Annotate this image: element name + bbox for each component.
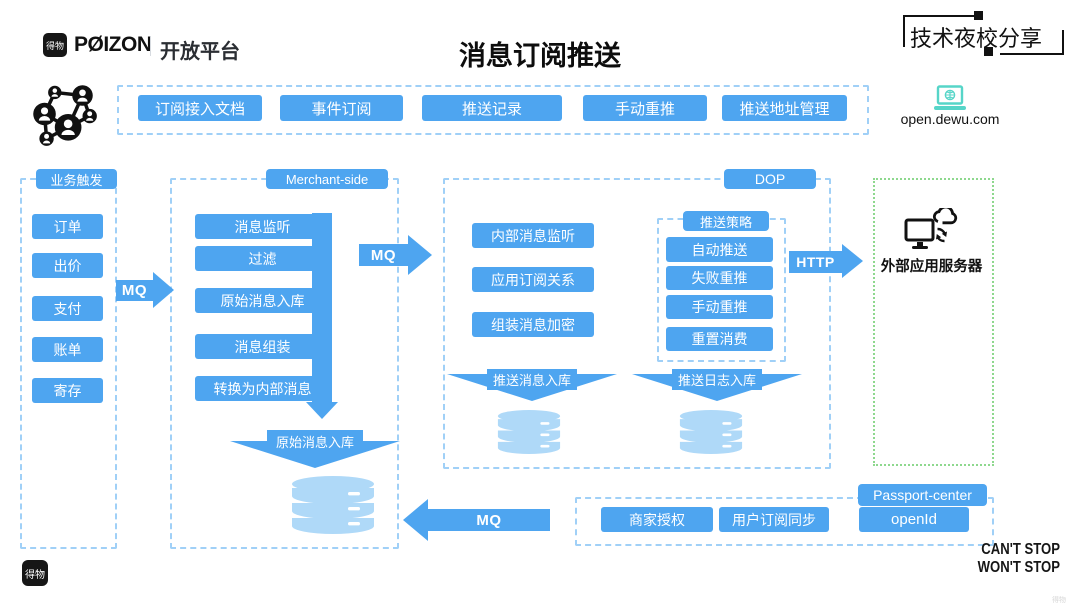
http-arrow: HTTP	[789, 251, 842, 273]
strategy-item-manual-repush: 手动重推	[666, 295, 773, 319]
merchant-flow-arrowhead	[306, 402, 338, 419]
strategy-item-reset-consume: 重置消费	[666, 327, 773, 351]
business-trigger-title: 业务触发	[36, 169, 117, 189]
slogan-line-1: CAN'T STOP	[981, 541, 1060, 558]
footer-slogan: CAN'T STOP WON'T STOP	[920, 541, 1060, 577]
dop-item-assemble-encrypt: 组装消息加密	[472, 312, 594, 337]
dop-item-app-subscription: 应用订阅关系	[472, 267, 594, 292]
merchant-database-icon	[291, 476, 375, 543]
strategy-item-auto-push: 自动推送	[666, 237, 773, 262]
stamp-square-bottom	[984, 47, 993, 56]
stamp-corner-topleft	[903, 15, 977, 47]
laptop-globe-icon	[932, 85, 968, 118]
user-network-icon	[24, 80, 102, 153]
passport-item-merchant-auth: 商家授权	[601, 507, 713, 532]
toolbar-button-push-address-mgmt[interactable]: 推送地址管理	[722, 95, 847, 121]
brand-wordmark: PØIZON	[74, 33, 152, 56]
strategy-item-fail-repush: 失败重推	[666, 266, 773, 290]
merchant-step-message-assemble: 消息组装	[195, 334, 330, 359]
business-item-bid: 出价	[32, 253, 103, 278]
stamp-corner-bottomright	[1000, 30, 1064, 55]
merchant-step-convert-internal: 转换为内部消息	[195, 376, 330, 401]
business-item-payment: 支付	[32, 296, 103, 321]
dop-item-internal-listen: 内部消息监听	[472, 223, 594, 248]
mq-arrow-2-head	[408, 235, 432, 275]
business-item-deposit: 寄存	[32, 378, 103, 403]
mq-arrow-1: MQ	[116, 280, 153, 301]
dewu-logo-badge: 得物	[43, 33, 67, 57]
server-cloud-icon	[904, 205, 958, 257]
merchant-side-title: Merchant-side	[266, 169, 388, 189]
external-server-label: 外部应用服务器	[880, 259, 983, 275]
site-url: open.dewu.com	[900, 111, 1000, 127]
mq-bottom-arrow-head	[403, 499, 428, 541]
merchant-step-raw-message-store: 原始消息入库	[195, 288, 330, 313]
push-message-database-icon	[497, 410, 561, 462]
stamp-square-top	[974, 11, 983, 20]
merchant-step-filter: 过滤	[195, 246, 330, 271]
passport-center-box	[575, 497, 994, 546]
stamp-text: 技术夜校分享	[910, 26, 1043, 51]
merchant-funnel-label: 原始消息入库	[267, 430, 363, 452]
toolbar-button-manual-repush[interactable]: 手动重推	[583, 95, 707, 121]
watermark: 得物	[1052, 597, 1066, 604]
dop-funnel-log-label: 推送日志入库	[672, 369, 762, 390]
footer-dewu-badge: 得物	[22, 560, 48, 586]
toolbar-button-push-records[interactable]: 推送记录	[422, 95, 562, 121]
toolbar-button-event-subscription[interactable]: 事件订阅	[280, 95, 403, 121]
platform-label: 开放平台	[160, 41, 240, 63]
dop-title: DOP	[724, 169, 816, 189]
mq-arrow-1-head	[153, 272, 174, 308]
page-title: 消息订阅推送	[459, 41, 621, 71]
passport-item-openid: openId	[859, 507, 969, 532]
mq-arrow-2: MQ	[359, 244, 408, 266]
push-strategy-title: 推送策略	[683, 211, 769, 231]
http-arrow-head	[842, 244, 863, 278]
toolbar-button-subscribe-docs[interactable]: 订阅接入文档	[138, 95, 262, 121]
slogan-line-2: WON'T STOP	[977, 559, 1060, 576]
dop-box	[443, 178, 831, 469]
passport-center-title: Passport-center	[858, 484, 987, 506]
merchant-step-message-listen: 消息监听	[195, 214, 330, 239]
mq-bottom-arrow: MQ	[428, 509, 550, 531]
business-item-bill: 账单	[32, 337, 103, 362]
push-log-database-icon	[679, 410, 743, 462]
passport-item-user-subscription-sync: 用户订阅同步	[719, 507, 829, 532]
dop-funnel-message-label: 推送消息入库	[487, 369, 577, 390]
external-server-box	[873, 178, 994, 466]
toolbar-container	[117, 85, 869, 135]
business-item-order: 订单	[32, 214, 103, 239]
header-divider	[150, 36, 151, 56]
